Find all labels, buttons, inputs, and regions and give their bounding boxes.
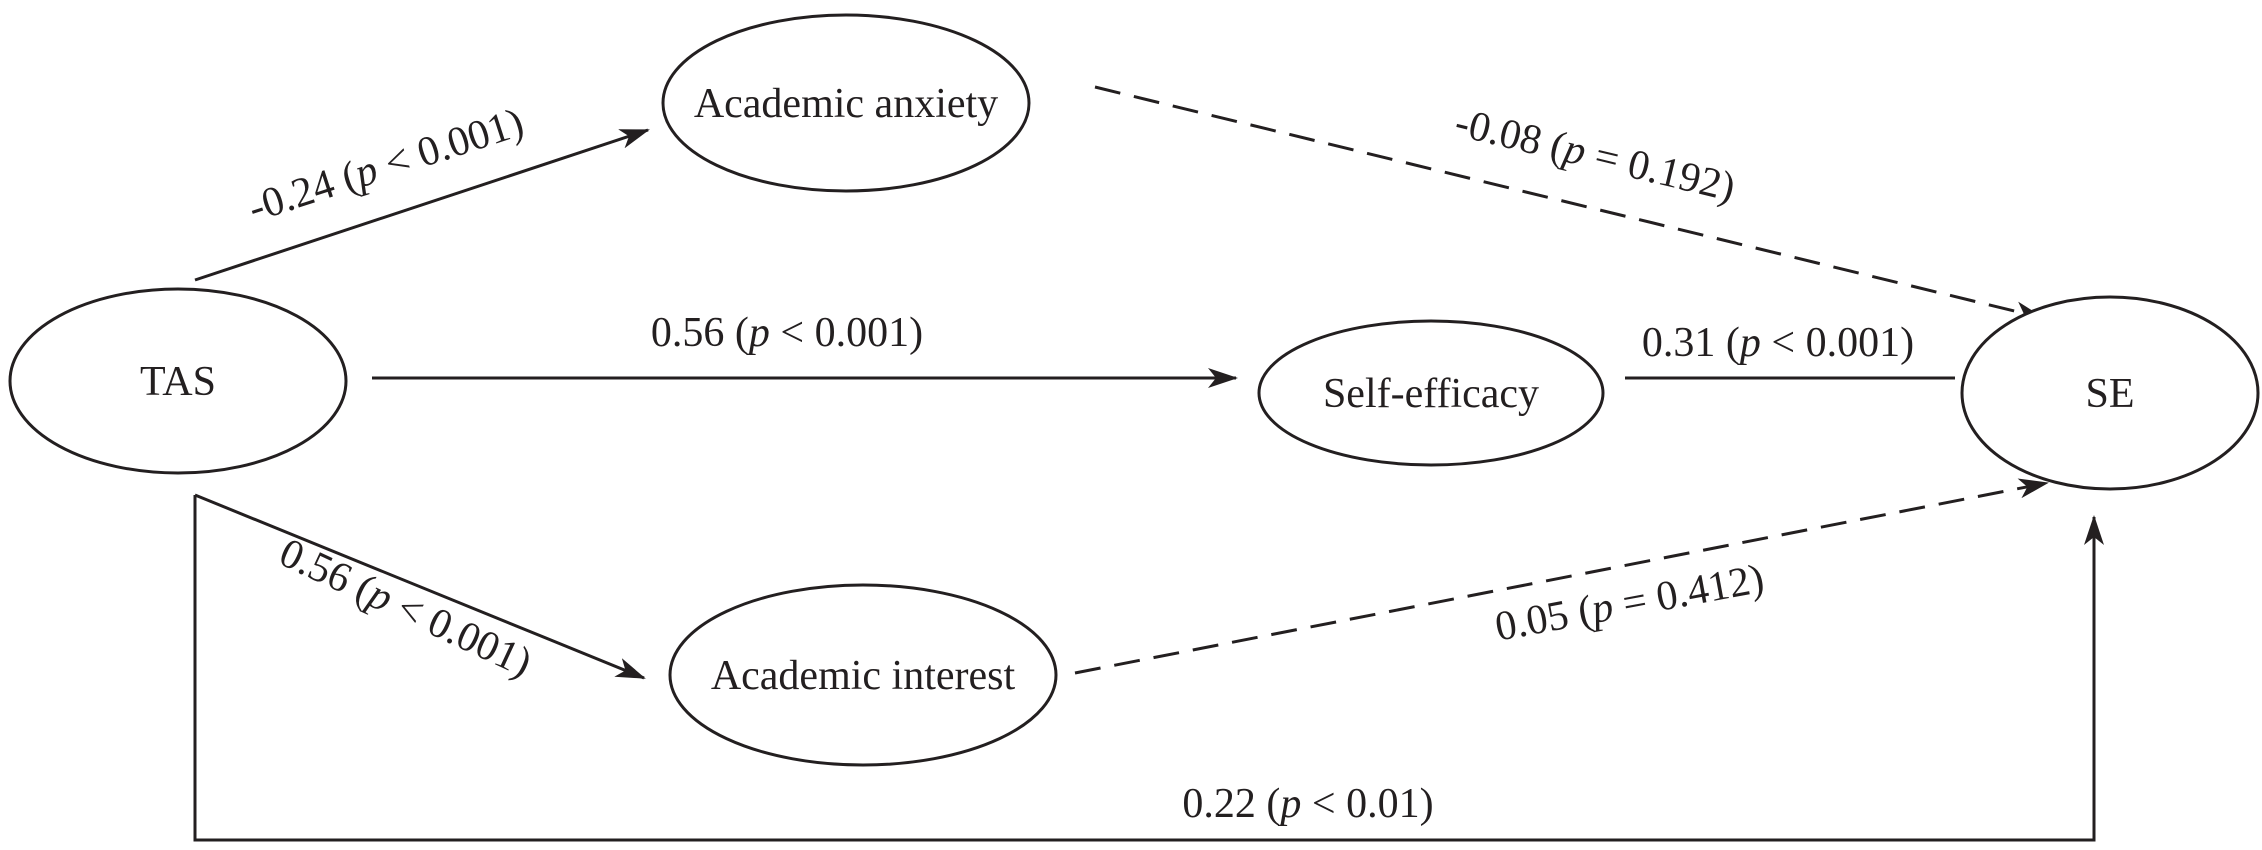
edge-label-efficacy-se: 0.31 (p < 0.001) bbox=[1642, 320, 1914, 366]
edge-interest-se bbox=[1074, 478, 2049, 675]
node-label-se: SE bbox=[2085, 371, 2134, 417]
edge-label-tas-anxiety-coef: -0.24 ( bbox=[243, 153, 364, 231]
edge-label-tas-se-coef: 0.22 ( bbox=[1182, 781, 1280, 827]
edge-labels: -0.24 (p < 0.001) -0.08 (p = 0.192) 0.56… bbox=[243, 100, 1914, 827]
edge-tas-anxiety bbox=[194, 128, 650, 282]
edge-label-tas-interest-coef: 0.56 ( bbox=[272, 530, 380, 613]
edges bbox=[193, 85, 2104, 842]
edge-label-efficacy-se-coef: 0.31 ( bbox=[1642, 320, 1740, 366]
node-academic-anxiety: Academic anxiety bbox=[661, 13, 1031, 193]
edge-label-tas-interest: 0.56 (p < 0.001) bbox=[272, 530, 538, 687]
edge-tas-interest bbox=[194, 493, 646, 680]
edge-label-tas-se-rel: < 0.01) bbox=[1301, 781, 1433, 827]
edge-label-interest-se: 0.05 (p = 0.412) bbox=[1492, 556, 1768, 651]
node-tas: TAS bbox=[8, 287, 348, 475]
edge-label-interest-se-rel: = 0.412) bbox=[1609, 556, 1768, 629]
edge-label-tas-anxiety: -0.24 (p < 0.001) bbox=[243, 100, 529, 232]
edge-anxiety-se bbox=[1094, 85, 2045, 322]
edge-label-tas-se: 0.22 (p < 0.01) bbox=[1182, 781, 1433, 827]
edge-label-tas-interest-rel: < 0.001) bbox=[380, 580, 538, 686]
edge-label-anxiety-se-rel: = 0.192) bbox=[1580, 131, 1740, 211]
edge-label-interest-se-coef: 0.05 ( bbox=[1492, 588, 1597, 651]
node-label-academic-anxiety: Academic anxiety bbox=[694, 81, 998, 127]
node-label-self-efficacy: Self-efficacy bbox=[1323, 371, 1539, 417]
node-label-academic-interest: Academic interest bbox=[711, 653, 1016, 699]
node-se: SE bbox=[1960, 295, 2260, 491]
edge-tas-se bbox=[193, 495, 2104, 842]
edge-label-efficacy-se-p: p bbox=[1737, 320, 1761, 366]
edge-label-tas-efficacy-p: p bbox=[746, 310, 770, 356]
edge-label-tas-efficacy: 0.56 (p < 0.001) bbox=[651, 310, 923, 356]
node-self-efficacy: Self-efficacy bbox=[1257, 319, 1605, 467]
node-academic-interest: Academic interest bbox=[668, 583, 1058, 767]
edge-label-anxiety-se-coef: -0.08 ( bbox=[1451, 100, 1571, 171]
edge-label-efficacy-se-rel: < 0.001) bbox=[1761, 320, 1914, 366]
edge-label-tas-efficacy-coef: 0.56 ( bbox=[651, 310, 749, 356]
edge-label-tas-se-p: p bbox=[1277, 781, 1301, 827]
edge-label-tas-efficacy-rel: < 0.001) bbox=[770, 310, 923, 356]
node-label-tas: TAS bbox=[140, 359, 216, 405]
edge-label-anxiety-se: -0.08 (p = 0.192) bbox=[1451, 100, 1740, 212]
